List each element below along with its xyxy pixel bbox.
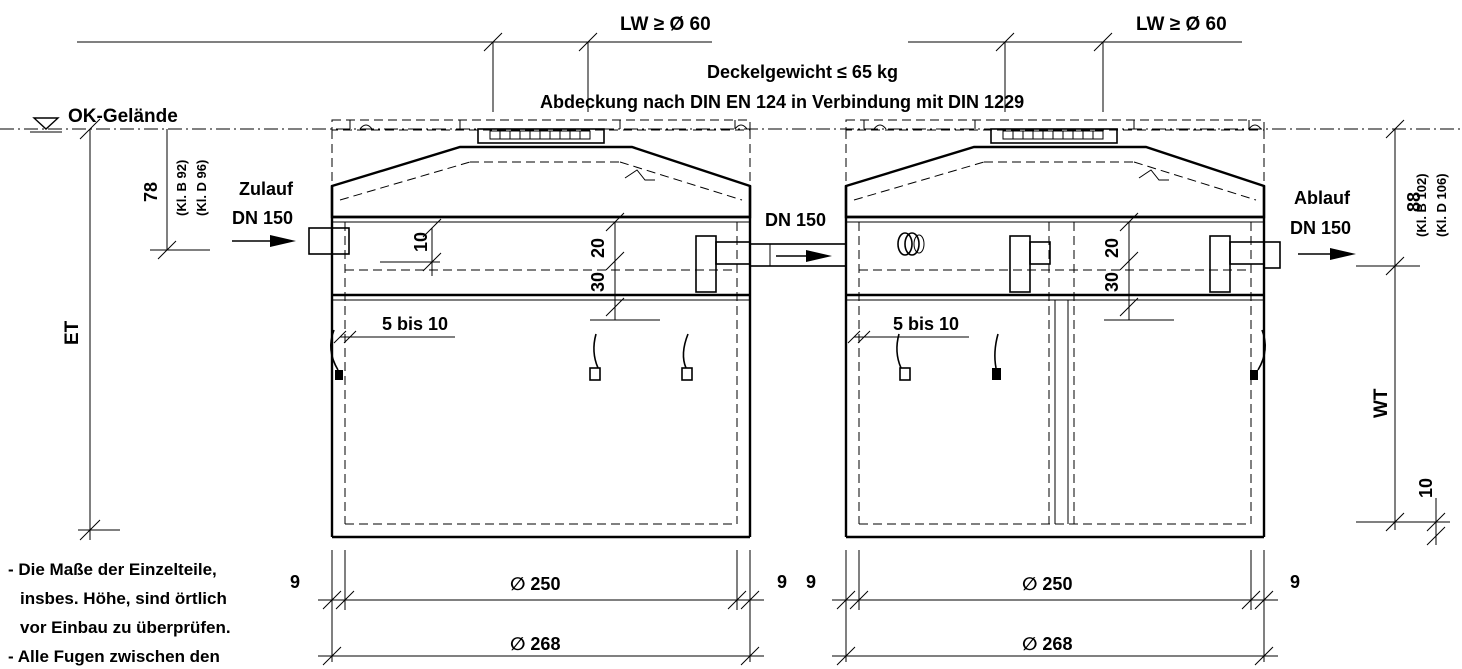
w9-c: 9 — [806, 572, 816, 592]
left-shaft — [308, 119, 752, 539]
lw-left-label: LW ≥ Ø 60 — [620, 14, 711, 35]
cover-grille-icon — [1012, 131, 1094, 139]
dim-20-right: 20 — [1102, 238, 1122, 258]
top-annotations: LW ≥ Ø 60 LW ≥ Ø 60 Deckelgewicht ≤ 65 k… — [77, 14, 1242, 112]
step-iron-icon — [992, 333, 1001, 380]
et-label: ET — [62, 320, 83, 345]
bottom-dims: 9 9 9 9 ∅ 250 ∅ 250 ∅ 268 ∅ 268 — [290, 550, 1300, 666]
deckelgewicht-label: Deckelgewicht ≤ 65 kg — [707, 62, 898, 82]
kl-b92: (Kl. B 92) — [174, 160, 189, 216]
ok-gelaende-label: OK-Gelände — [68, 106, 178, 127]
step-iron-icon — [330, 329, 343, 380]
range-right: 5 bis 10 — [893, 314, 959, 334]
abdeckung-label: Abdeckung nach DIN EN 124 in Verbindung … — [540, 92, 1024, 112]
step-iron-icon — [1250, 329, 1266, 380]
dia250-left: ∅ 250 — [510, 574, 560, 594]
right-annotations: Ablauf DN 150 88 (Kl. B 102) (Kl. D 106)… — [1290, 119, 1450, 546]
range-left: 5 bis 10 — [382, 314, 448, 334]
dim-10-wt: 10 — [1416, 478, 1436, 498]
inner-left-dims: 10 20 30 5 bis 10 — [333, 212, 660, 344]
middle-pipe: DN 150 — [749, 210, 847, 267]
ground-line: OK-Gelände — [0, 106, 1462, 133]
wt-label: WT — [1371, 388, 1392, 418]
note-line-3: vor Einbau zu überprüfen. — [20, 618, 231, 637]
notes: - Die Maße der Einzelteile, insbes. Höhe… — [8, 560, 231, 666]
w9-a: 9 — [290, 572, 300, 592]
w9-d: 9 — [1290, 572, 1300, 592]
zulauf-label: Zulauf — [239, 179, 294, 199]
lw-right-label: LW ≥ Ø 60 — [1136, 14, 1227, 35]
ablauf-label: Ablauf — [1294, 188, 1351, 208]
mid-dn-label: DN 150 — [765, 210, 826, 230]
dim-10-left: 10 — [411, 232, 431, 252]
step-iron-icon — [896, 333, 911, 381]
dia268-left: ∅ 268 — [510, 634, 560, 654]
ablauf-dn-label: DN 150 — [1290, 218, 1351, 238]
zulauf-dn-label: DN 150 — [232, 208, 293, 228]
step-iron-icon — [589, 333, 601, 381]
step-iron-icon — [681, 333, 693, 381]
kl-d106: (Kl. D 106) — [1434, 173, 1449, 237]
right-shaft — [844, 119, 1281, 539]
w9-b: 9 — [777, 572, 787, 592]
dim-88: 88 — [1404, 192, 1424, 212]
ground-marker-icon — [32, 117, 60, 130]
note-line-4: - Alle Fugen zwischen den — [8, 647, 220, 666]
kl-b102: (Kl. B 102) — [1414, 173, 1429, 237]
kl-d96: (Kl. D 96) — [194, 160, 209, 216]
dim-20-left: 20 — [588, 238, 608, 258]
dia268-right: ∅ 268 — [1022, 634, 1072, 654]
dia250-right: ∅ 250 — [1022, 574, 1072, 594]
note-line-1: - Die Maße der Einzelteile, — [8, 560, 217, 579]
note-line-2: insbes. Höhe, sind örtlich — [20, 589, 227, 608]
dim-30-left: 30 — [588, 272, 608, 292]
left-annotations: ET 78 (Kl. B 92) (Kl. D 96) Zulauf DN 15… — [62, 118, 296, 541]
cover-grille-icon — [499, 131, 581, 139]
inner-right-dims: 20 30 5 bis 10 — [847, 212, 1174, 344]
dim-78: 78 — [141, 182, 161, 202]
dim-30-right: 30 — [1102, 272, 1122, 292]
coupling-icon — [897, 232, 925, 256]
